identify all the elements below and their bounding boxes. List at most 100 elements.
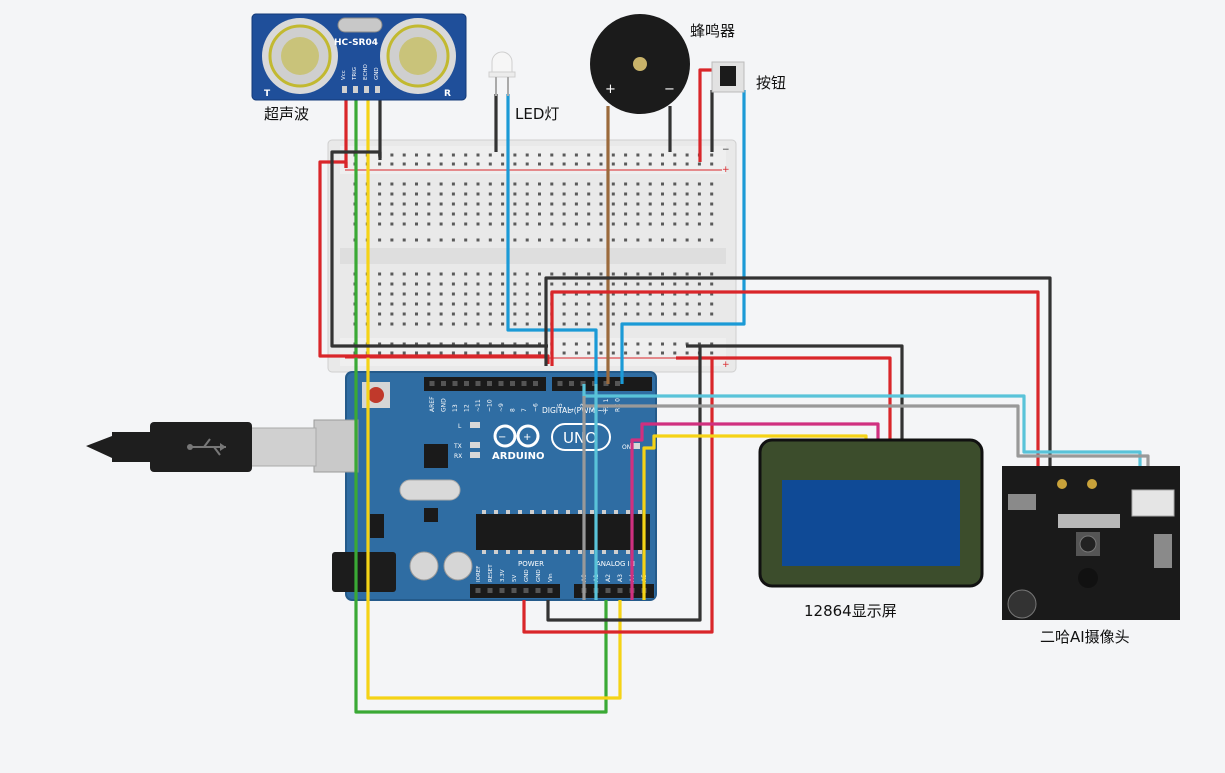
power-pin-hole [547,588,553,593]
wire-camera-gnd [544,276,1052,466]
grid-hole [599,302,603,306]
grid-hole [636,192,640,196]
rail-hole [599,153,603,157]
grid-hole [451,238,455,242]
grid-hole [451,322,455,326]
power-label: POWER [518,560,544,568]
power-pin-label: GND [536,569,542,582]
arduino-logo: − + [493,424,540,448]
grid-hole [697,222,701,226]
grid-hole [488,312,492,316]
grid-hole [501,282,505,286]
rail-hole [451,162,455,166]
rail-hole [427,153,431,157]
rail-hole [501,162,505,166]
rail-hole [624,162,628,166]
grid-hole [525,292,529,296]
grid-hole [574,312,578,316]
grid-hole [464,302,468,306]
rail-hole [525,153,529,157]
rail-hole [599,162,603,166]
power-pin-label: Vin [548,573,554,582]
rail-hole [611,351,615,355]
grid-hole [574,282,578,286]
grid-hole [673,222,677,226]
grid-hole [402,222,406,226]
grid-hole [624,282,628,286]
rail-hole [661,342,664,346]
grid-hole [513,312,517,316]
grid-hole [427,212,431,216]
grid-hole [599,222,603,226]
rail-hole [574,351,578,355]
grid-hole [636,202,640,206]
wire-echo-yellow [366,100,622,700]
grid-hole [464,292,468,296]
rail-hole [648,342,652,346]
chip-leg [602,550,606,554]
grid-hole [697,212,701,216]
grid-hole [673,302,677,306]
grid-hole [488,182,492,186]
grid-hole [599,322,603,326]
digital-pin-hole [533,381,538,386]
arduino-model: UNO [563,429,597,447]
grid-hole [648,192,652,196]
grid-hole [378,238,382,242]
grid-hole [464,238,468,242]
grid-hole [562,182,566,186]
grid-hole [611,302,615,306]
grid-hole [488,302,492,306]
rail-hole [378,342,382,346]
buzzer-plus: + [605,82,616,97]
grid-hole [710,282,714,286]
digital-pin-label: AREF [429,396,436,412]
grid-hole [538,238,541,242]
usb-cable [86,422,317,472]
grid-hole [636,312,640,316]
rail-hole [636,351,640,355]
chip-leg [530,510,534,514]
grid-hole [624,192,628,196]
grid-hole [402,202,406,206]
grid-hole [710,292,714,296]
grid-hole [685,192,689,196]
chip-leg [578,510,582,514]
rail-hole [624,351,628,355]
digital-pin-hole [441,381,446,386]
grid-hole [513,282,517,286]
grid-hole [685,202,689,206]
chip-leg [506,550,510,554]
breadboard: − + − + [327,139,737,373]
power-pin-label: RESET [488,564,494,582]
chip-leg [638,550,642,554]
label-button: 按钮 [756,74,786,92]
sensor-pin-label: ECHO [363,64,369,80]
digital-pin-hole [452,381,458,386]
grid-hole [562,272,566,276]
rail-hole [611,342,615,346]
power-pin-hole [511,588,517,593]
rail-hole [464,153,468,157]
grid-hole [611,212,615,216]
grid-hole [525,182,529,186]
rail-hole [648,153,652,157]
chip-leg [482,510,486,514]
rail-hole [427,162,431,166]
digital-pin-label: ~11 [475,399,482,412]
wire-camera-vcc [550,290,1040,466]
push-button [711,61,745,93]
grid-hole [390,192,394,196]
grid-hole [390,312,394,316]
rail-hole [587,162,591,166]
rgb-led [488,51,516,96]
rail-hole [538,342,541,346]
grid-hole [611,272,615,276]
grid-hole [525,302,529,306]
grid-hole [538,322,541,326]
rail-hole [611,162,615,166]
rail-hole [464,342,468,346]
grid-hole [415,302,418,306]
grid-hole [525,312,529,316]
wire-left-black-rail [330,150,548,348]
